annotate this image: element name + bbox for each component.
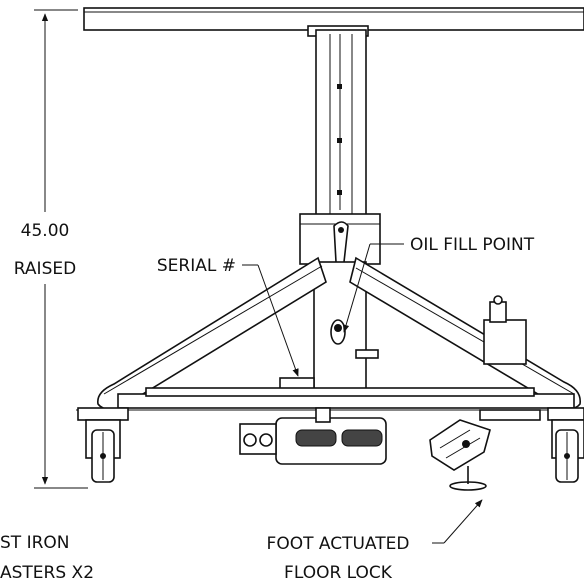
oil-fill-callout: OIL FILL POINT <box>410 235 535 255</box>
left-caster <box>77 407 129 483</box>
height-dimension <box>34 9 88 489</box>
pump-assembly <box>239 407 387 465</box>
floor-lock-leader <box>432 499 483 544</box>
floor-lock <box>429 409 541 491</box>
right-leg <box>349 256 581 410</box>
oil-fill-leader <box>342 243 404 333</box>
casters-callout-line2: ASTERS X2 <box>0 563 94 583</box>
right-cylinder <box>483 295 527 365</box>
serial-leader <box>242 264 299 377</box>
dimension-caption: RAISED <box>14 259 76 279</box>
base-plate <box>76 387 575 411</box>
floor-lock-callout-line1: FOOT ACTUATED <box>267 534 410 554</box>
floor-lock-callout-line2: FLOOR LOCK <box>284 563 393 583</box>
casters-callout-line1: ST IRON <box>0 533 70 553</box>
serial-callout: SERIAL # <box>157 256 236 276</box>
dimension-value: 45.00 <box>21 221 70 241</box>
right-caster <box>547 407 584 483</box>
